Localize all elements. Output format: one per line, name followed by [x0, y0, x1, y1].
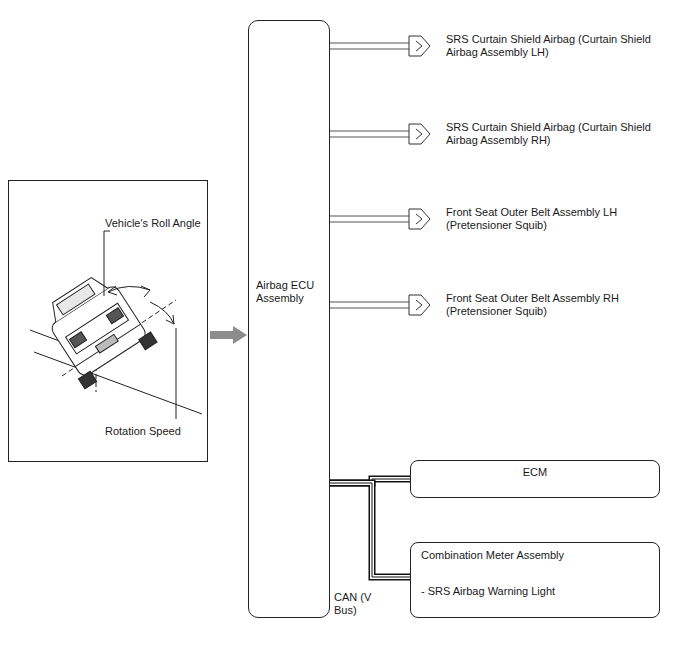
- squib-node: Front Seat Outer Belt Assembly LH (Prete…: [408, 206, 672, 232]
- bus-label: CAN (V Bus): [334, 591, 376, 617]
- node-label: ECM: [419, 466, 651, 479]
- squib-node: SRS Curtain Shield Airbag (Curtain Shiel…: [408, 121, 672, 147]
- node-label: Front Seat Outer Belt Assembly RH (Prete…: [446, 292, 672, 318]
- node-label: Combination Meter Assembly: [421, 549, 649, 562]
- node-label: SRS Curtain Shield Airbag (Curtain Shiel…: [446, 121, 672, 147]
- connector: [330, 216, 409, 222]
- connector: [210, 326, 247, 344]
- ecu-box: Airbag ECU Assembly: [248, 20, 330, 618]
- squib-node: SRS Curtain Shield Airbag (Curtain Shiel…: [408, 33, 672, 59]
- callout-label: Rotation Speed: [105, 425, 201, 438]
- node-label: SRS Curtain Shield Airbag (Curtain Shiel…: [446, 33, 672, 59]
- illustration-box: Vehicle's Roll AngleRotation Speed: [8, 180, 208, 462]
- node-label: Front Seat Outer Belt Assembly LH (Prete…: [446, 206, 672, 232]
- squib-symbol: [408, 123, 432, 145]
- callout-label: Vehicle's Roll Angle: [105, 217, 201, 230]
- connector: [330, 302, 409, 308]
- node-label: Airbag ECU Assembly: [256, 279, 326, 305]
- connector: [330, 43, 409, 49]
- ecm-box: ECM: [410, 460, 660, 498]
- squib-symbol: [408, 35, 432, 57]
- squib-symbol: [408, 208, 432, 230]
- squib-symbol: [408, 294, 432, 316]
- node-label: - SRS Airbag Warning Light: [421, 585, 649, 598]
- connector: [330, 483, 410, 577]
- connector: [330, 131, 409, 137]
- squib-node: Front Seat Outer Belt Assembly RH (Prete…: [408, 292, 672, 318]
- meter-box: Combination Meter Assembly - SRS Airbag W…: [410, 542, 660, 618]
